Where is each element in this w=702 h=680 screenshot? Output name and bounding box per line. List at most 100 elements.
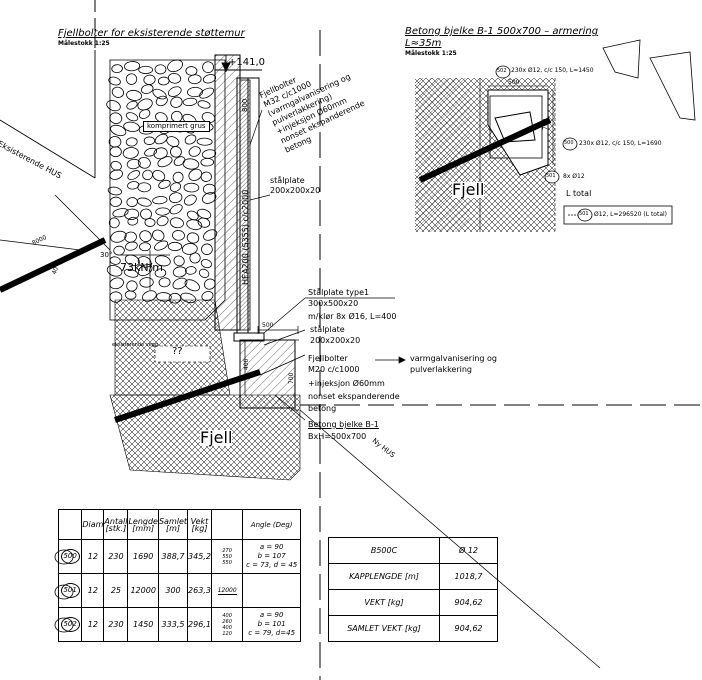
gravel-stone [199,87,214,99]
gravel-stone [158,277,171,288]
elevation-marker [215,55,262,73]
gravel-stone [126,280,138,292]
center-lines [94,0,702,680]
gravel-stone [200,259,212,269]
tag-502-right: 502 [497,68,507,74]
gravel-stone [182,158,200,170]
right-scale: Målestokk 1:25 [405,50,457,57]
fjell-label-right: Fjell [452,180,485,199]
legend-box [563,205,673,225]
gravel-stone [126,100,138,110]
gravel-stone [139,230,152,243]
gravel-stone [106,100,121,112]
gravel-stone [127,216,139,226]
gravel-stone [139,277,154,288]
rebar-shapes [602,39,696,121]
gravel-stone [157,156,173,168]
gravel-fill [106,59,226,321]
tag-501-right: 501 [546,173,556,179]
gravel-stone [125,73,138,85]
rebar-diam: 12 [81,573,105,608]
gravel-stone [123,268,139,278]
gravel-stone [184,279,200,292]
summary-row: VEKT [kg] 904,62 [328,589,498,616]
gravel-stone [184,134,197,145]
gravel-stone [137,264,153,277]
summary-table: B500C Ø 12 KAPPLENGDE [m] 1018,7 VEKT [k… [328,537,498,642]
rebar-samlet: 300 [157,573,189,608]
gravel-stone [172,230,185,241]
rebar-antall: 230 [103,539,129,574]
left-scale: Målestokk 1:25 [58,40,110,47]
gravel-stone [186,210,199,221]
m20-bolt-1: Fjellbolter [308,354,348,363]
tag-501-legend: 501 [579,211,589,217]
gravel-stone [124,290,137,300]
question-label: ?? [172,346,183,357]
gravel-stone [201,243,213,255]
gravel-stone [111,86,124,98]
gravel-stone [110,124,127,137]
gravel-stone [189,252,201,264]
steel-plate-type1-dim: 300x500x20 [308,299,359,308]
gravel-stone [125,137,138,147]
rebar-header-antall: Antall [stk.] [103,509,129,540]
gravel-stone [200,157,215,167]
elevation-label: +141,0 [228,57,266,68]
fjell-label-left: Fjell [200,428,233,447]
summary-label: B500C [328,537,440,564]
gravel-stone [109,169,123,180]
gravel-stone [169,217,184,229]
rebar-angle-501 [242,573,301,608]
gravel-stone [158,179,171,189]
existing-house-outline [0,50,96,179]
finish-note-1: varmgalvanisering og [410,354,497,363]
gravel-stone [169,182,182,192]
gravel-stone [202,61,215,74]
gravel-stone [140,208,152,220]
rebar-row: 501 12 25 12000 300 263,3 12000 [57,573,301,608]
left-title: Fjellbolter for eksisterende støttemur [58,28,245,39]
note-502: 230x Ø12, c/c 150, L=1450 [511,67,594,74]
gravel-stone [168,192,183,204]
dim-400-left: 400 [243,358,250,370]
rebar-header-lengde: Lengde [mm] [127,509,159,540]
summary-row: B500C Ø 12 [328,537,498,564]
gravel-stone [182,97,198,107]
gravel-stone [137,197,152,207]
dimension-lines [120,250,299,411]
gravel-stone [127,170,141,181]
gravel-stone [167,241,183,252]
rebar-header-samlet: Samlet [m] [157,509,189,540]
hea-label: HEA200 (S355) c/c2000 [241,189,250,285]
summary-row: KAPPLENGDE [m] 1018,7 [328,563,498,590]
gravel-stone [187,86,204,98]
dim-800: 800 [241,98,249,112]
gravel-stone [172,171,184,183]
m20-bolt-4: nonset ekspanderende [308,392,400,401]
gravel-stone [154,255,171,267]
gravel-stone [113,245,125,256]
note-500: 230x Ø12, c/c 150, L=1690 [579,140,662,147]
l-total-label: L total [566,189,592,198]
summary-label: SAMLET VEKT [kg] [328,615,440,642]
load-label: 73kN/m [120,261,164,274]
gravel-stone [152,196,168,205]
gravel-stone [109,196,122,207]
gravel-stone [154,240,169,251]
gravel-stone [122,147,139,159]
beam-dim-label: BxH=500x700 [308,432,367,441]
gravel-stone [167,59,183,73]
steel-plate-dim: 200x200x20 [270,186,321,195]
gravel-stone [168,86,182,97]
rock-slope-left [0,194,111,293]
gravel-stone [140,84,154,94]
rebar-table: Diam Antall [stk.] Lengde [mm] Samlet [m… [57,509,301,642]
gravel-stone [173,255,185,267]
gravel-stone [125,241,138,251]
gravel-stone [144,147,158,157]
legend-text: Ø12, L=296520 (L total) [594,211,668,218]
dim-500-right: 500 [508,79,520,86]
